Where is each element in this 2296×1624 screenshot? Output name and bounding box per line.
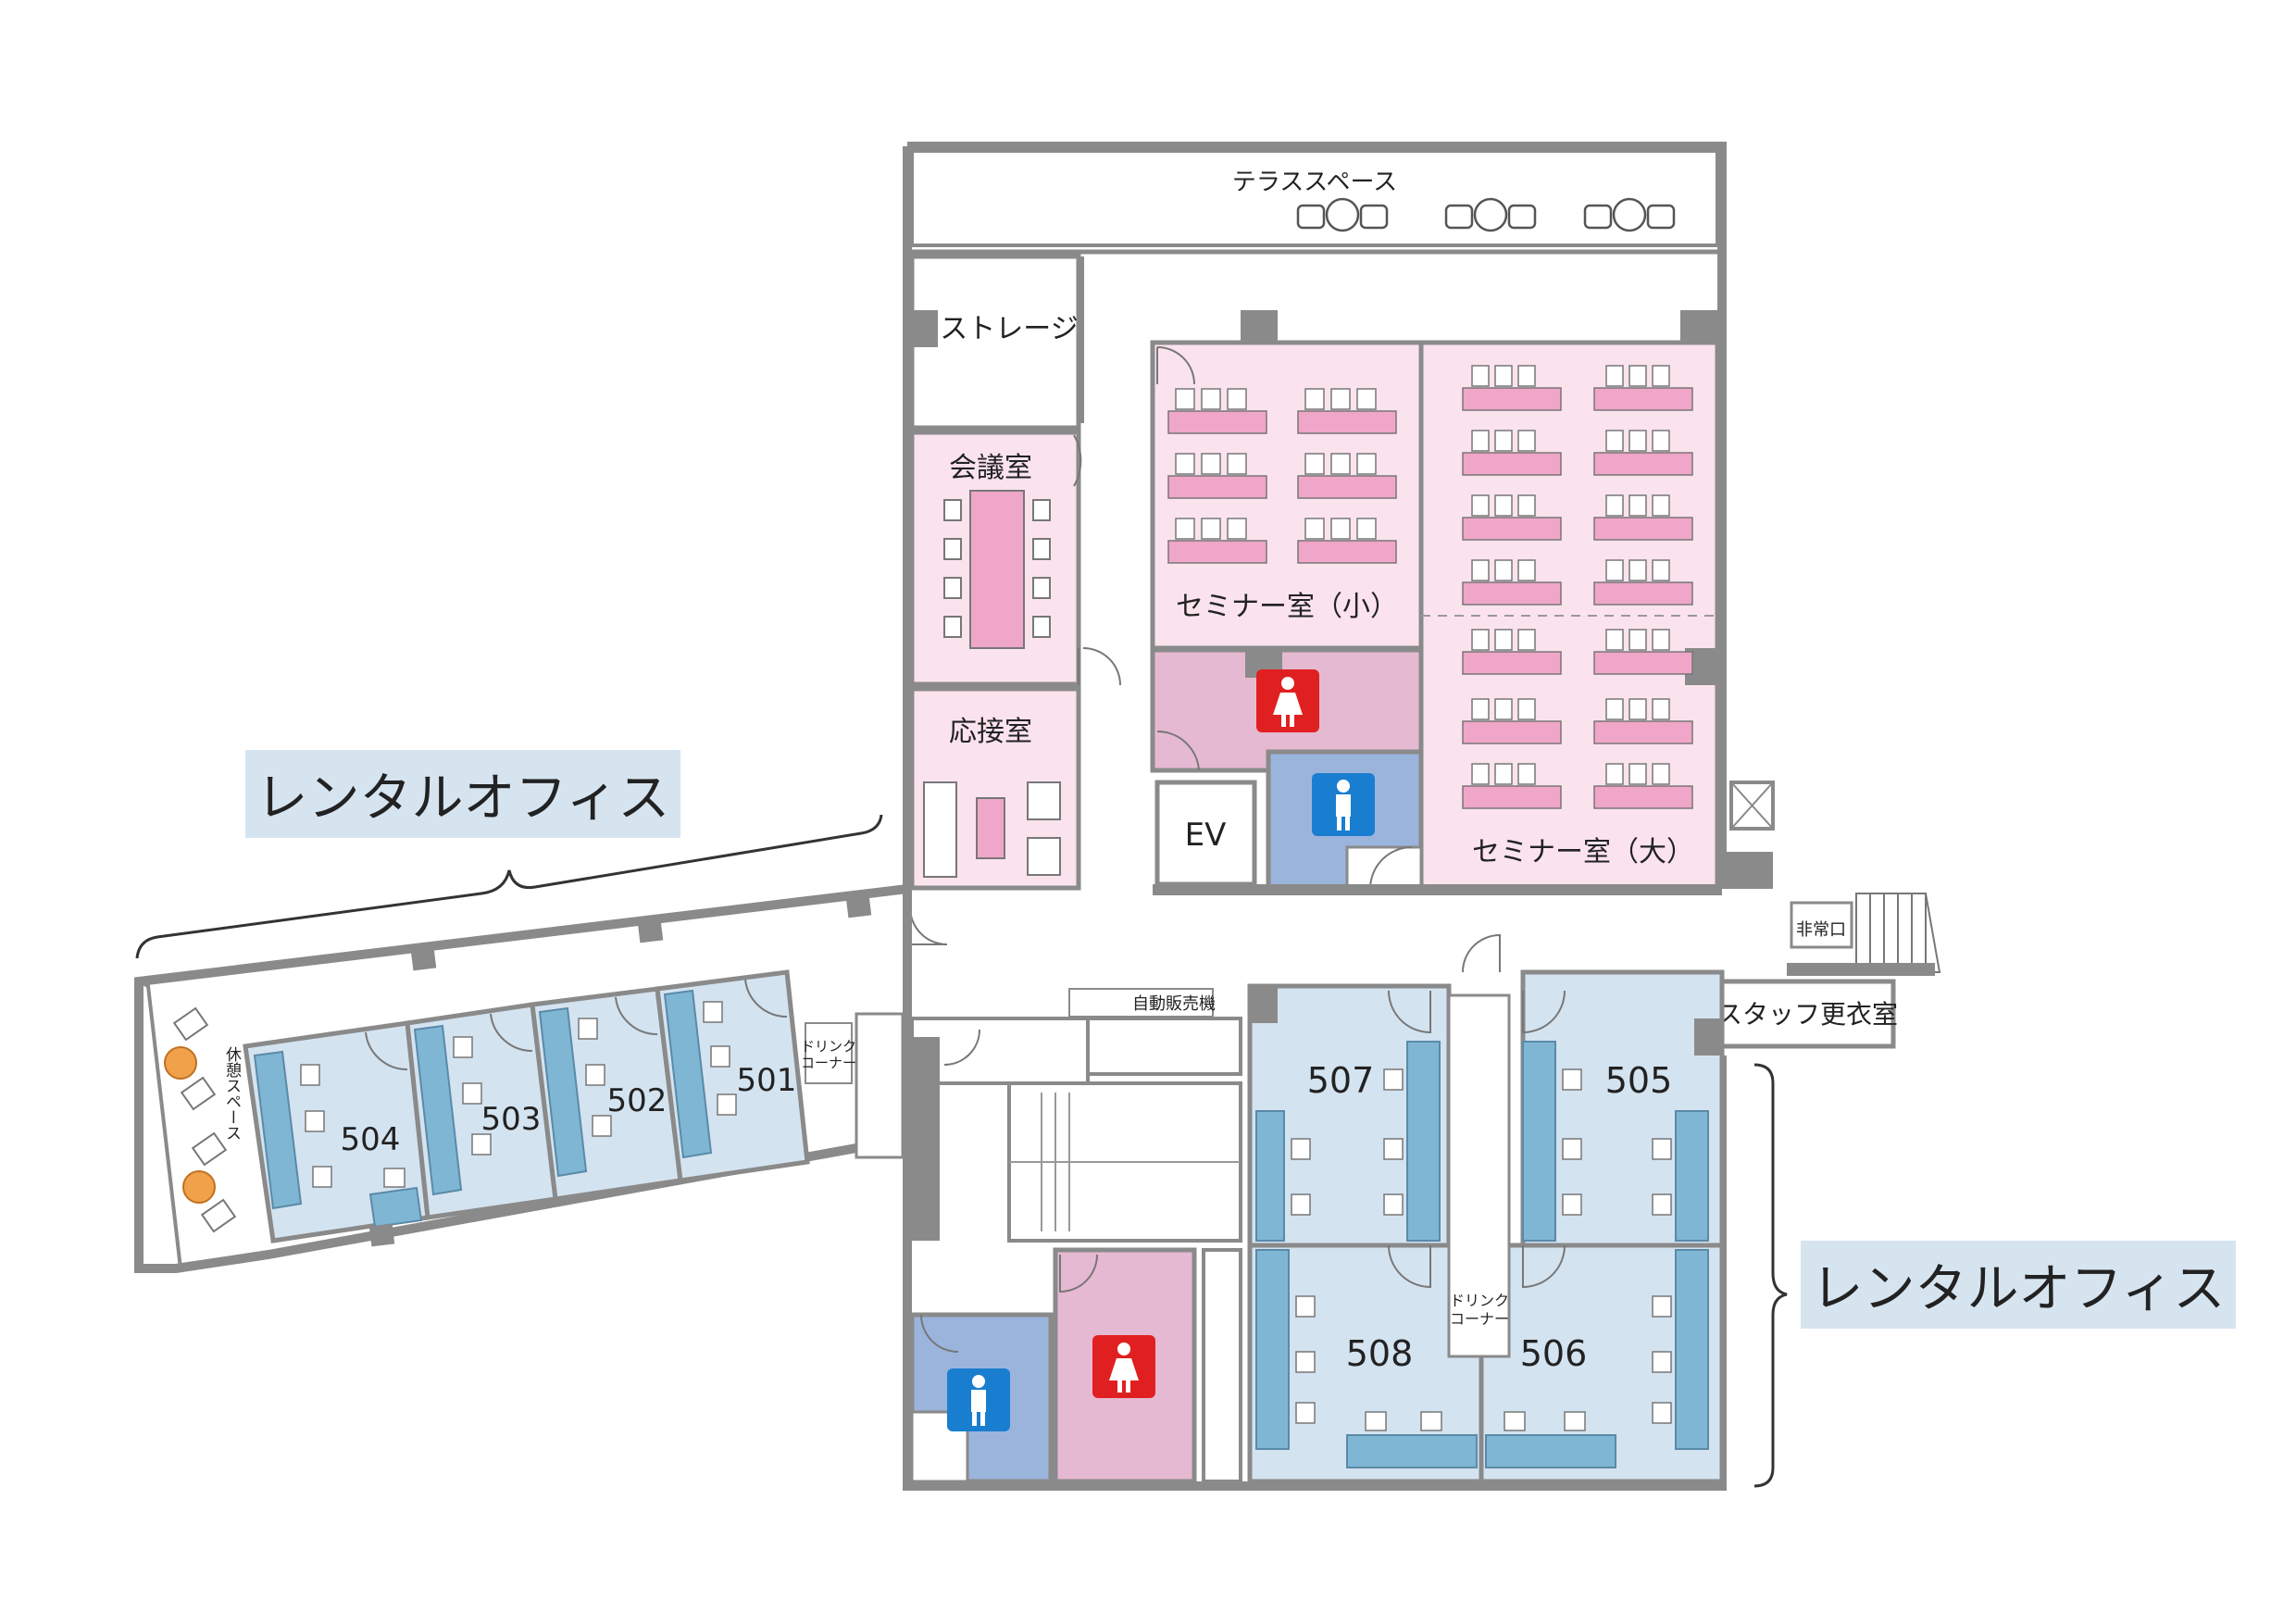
wing-doors (365, 979, 788, 1071)
drink-corner-left-line1: ドリンク (801, 1038, 856, 1055)
reception-furniture (923, 781, 1061, 878)
elevator-label: EV (1185, 817, 1227, 854)
office-501-label: 501 (737, 1062, 797, 1099)
meeting-table (943, 490, 1051, 649)
office-503-label: 503 (481, 1101, 542, 1138)
emergency-exit (1790, 901, 1853, 949)
right-rental-office-banner: レンタルオフィス (1801, 1241, 2236, 1329)
drink-corner-center-line2: コーナー (1450, 1310, 1509, 1328)
vending-machine (1068, 988, 1214, 1018)
left-bracket (135, 814, 883, 959)
office-desks-right (1255, 1041, 1709, 1468)
wing-chairs (300, 1001, 737, 1188)
drink-corner-center-label: ドリンクコーナー (1450, 1292, 1509, 1328)
storage-room (909, 254, 1081, 431)
drink-corner-left-label: ドリンクコーナー (801, 1038, 856, 1071)
office-504-label: 504 (341, 1121, 401, 1158)
women-restroom-icon (1256, 669, 1319, 732)
vending-label: 自動販売機 (1132, 994, 1216, 1014)
office-505-label: 505 (1605, 1060, 1673, 1101)
men-restroom-icon (1312, 773, 1375, 836)
men-restroom-icon (947, 1368, 1010, 1431)
terrace-area (910, 149, 1719, 247)
wing-desks (253, 989, 713, 1229)
wing-pillars (368, 894, 872, 1247)
emergency-exit-label: 非常口 (1796, 920, 1846, 940)
seminar-small-label: セミナー室（小） (1176, 591, 1398, 623)
staff-locker-label: スタッフ更衣室 (1716, 999, 1898, 1030)
meeting-room-label: 会議室 (949, 452, 1032, 484)
terrace-furniture (1296, 197, 1676, 232)
left-rental-office-banner: レンタルオフィス (245, 750, 680, 838)
drink-corner-left (805, 1022, 853, 1084)
drink-corner-center (1447, 993, 1511, 1358)
seminar-large-desks (1462, 365, 1693, 809)
seminar-large-label: セミナー室（大） (1472, 836, 1694, 868)
office-chairs-right (1291, 1068, 1672, 1431)
rest-space: 休憩スペース (164, 1006, 242, 1233)
stair-core (910, 1017, 1242, 1243)
staff-locker-room (1719, 979, 1896, 1049)
storage-label: ストレージ (940, 313, 1078, 345)
office-502-label: 502 (607, 1082, 668, 1119)
seminar-small-desks (1167, 388, 1397, 564)
terrace-label: テラススペース (1232, 169, 1397, 196)
drink-corner-left-line2: コーナー (801, 1055, 856, 1071)
right-bracket (1753, 1063, 1788, 1488)
drink-corner-center-line1: ドリンク (1450, 1292, 1509, 1309)
emergency-stairs (1855, 893, 1941, 973)
reception-room-label: 応接室 (949, 716, 1032, 748)
office-507-label: 507 (1307, 1060, 1375, 1101)
office-506-label: 506 (1520, 1333, 1588, 1374)
rest-space-label: 休憩スペース (222, 1046, 242, 1141)
office-508-label: 508 (1346, 1333, 1414, 1374)
women-restroom-icon (1092, 1335, 1155, 1398)
office-doors-right (1388, 990, 1566, 1289)
